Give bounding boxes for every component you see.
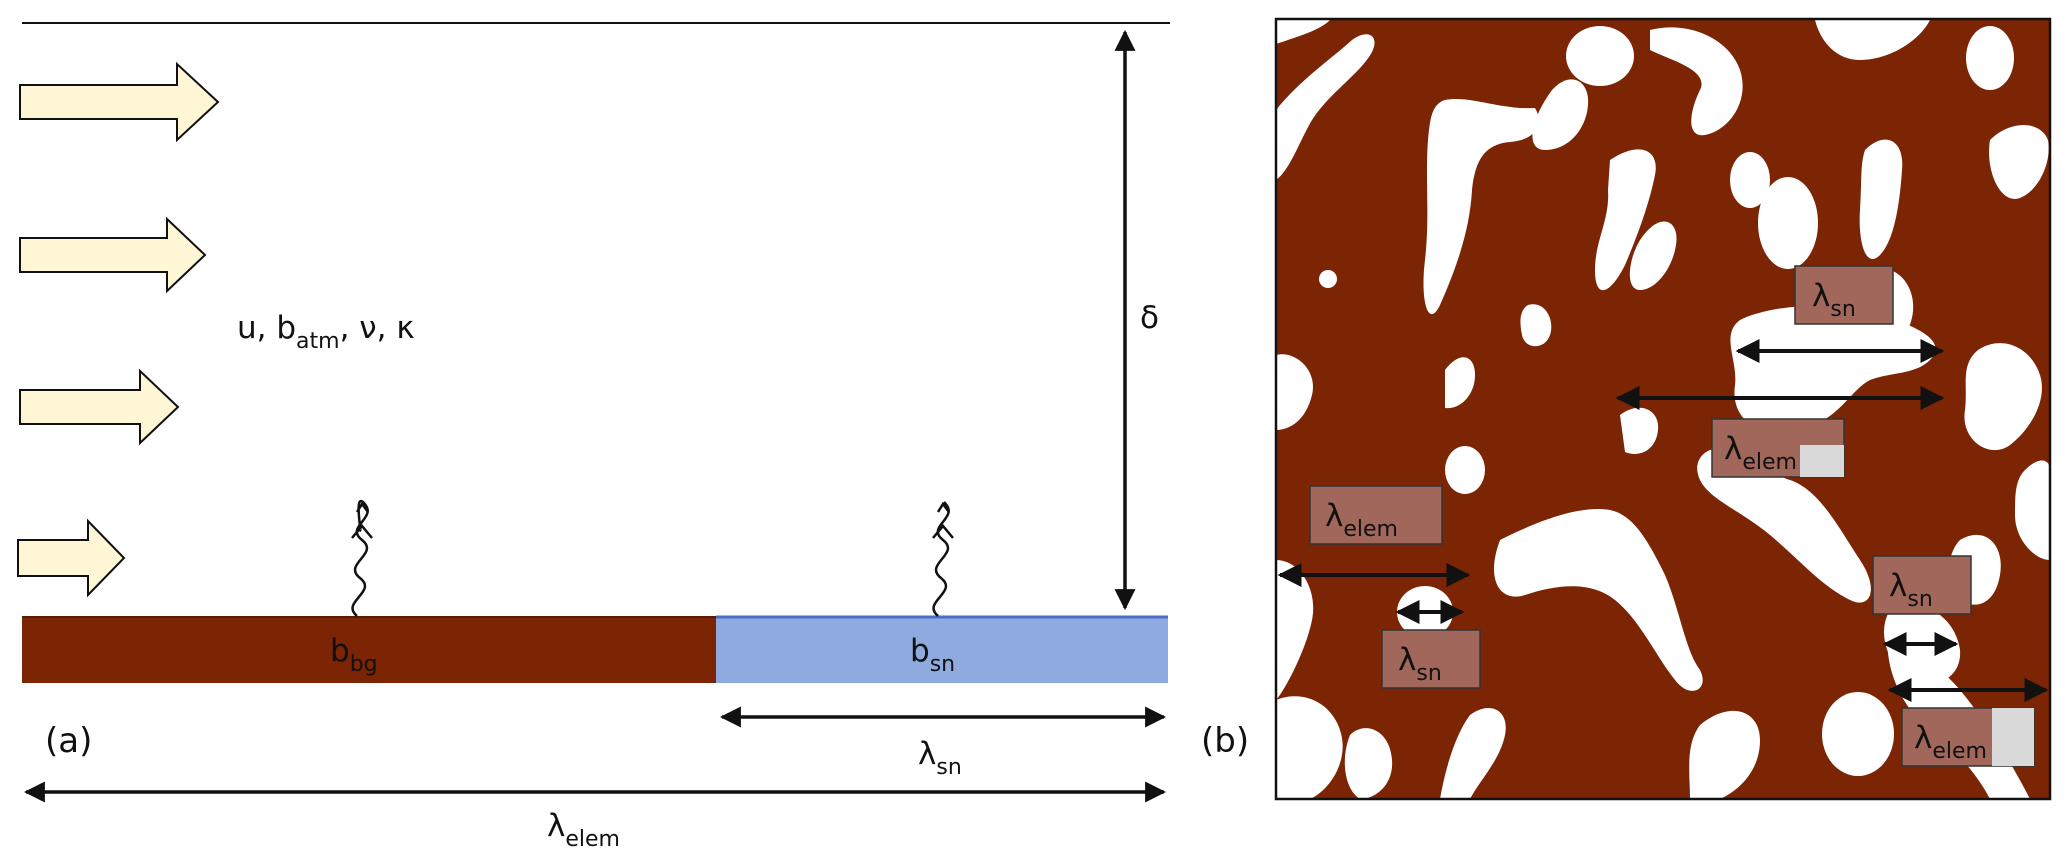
lambda-box-4: λsn <box>1872 555 1972 615</box>
wind-arrow-icon <box>19 61 220 143</box>
heat-flux-squiggle-icon <box>351 499 369 617</box>
scale-arrows <box>1277 339 2049 702</box>
panel-b-label: (b) <box>1201 721 1249 761</box>
svg-text:λelem: λelem <box>1724 431 1797 475</box>
panel-a-label: (a) <box>45 721 92 761</box>
svg-text:λsn: λsn <box>1398 642 1442 686</box>
wind-arrow-icon <box>19 368 180 446</box>
lambda-box-3: λelem <box>1309 485 1443 545</box>
b-bg-label: bbg <box>330 633 378 677</box>
svg-text:λsn: λsn <box>1889 568 1933 612</box>
lambda-sn-label: λsn <box>918 736 962 780</box>
lambda-box-5: λsn <box>1381 629 1481 689</box>
heat-flux-squiggles <box>351 499 954 617</box>
wind-arrows <box>17 61 220 598</box>
delta-label: δ <box>1140 300 1159 336</box>
svg-text:λsn: λsn <box>1812 278 1856 322</box>
wind-arrow-icon <box>17 518 126 598</box>
lambda-box-6: λelem <box>1901 707 2035 767</box>
panel-a: u, batm, ν, κ δ bbg bsn λs <box>17 22 1170 852</box>
heat-flux-squiggle-icon <box>932 501 950 617</box>
panel-b: (b) <box>1201 17 2052 801</box>
lambda-box-2: λelem <box>1711 418 1845 478</box>
snow-patch-map-frame <box>1274 17 2052 801</box>
b-sn-label: bsn <box>910 633 955 677</box>
snow-patch-map: λsn λelem λelem λsn λsn <box>1276 19 2050 799</box>
lambda-boxes: λsn λelem λelem λsn λsn <box>1309 265 2035 767</box>
svg-text:λelem: λelem <box>1325 498 1398 542</box>
svg-text:λelem: λelem <box>1914 720 1987 764</box>
lambda-box-1: λsn <box>1794 265 1894 325</box>
lambda-elem-label: λelem <box>547 808 620 852</box>
flow-variables-label: u, batm, ν, κ <box>237 310 415 354</box>
ground-surface <box>22 616 716 683</box>
snow-surface <box>716 616 1168 683</box>
wind-arrow-icon <box>19 216 207 294</box>
